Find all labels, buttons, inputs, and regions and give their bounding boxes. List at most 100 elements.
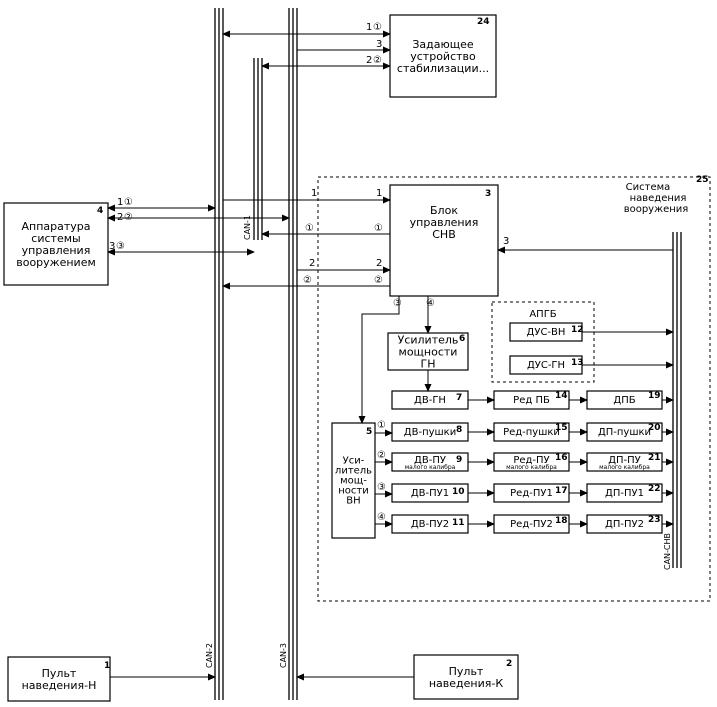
block-label: ДВ-ПУ1 (411, 488, 449, 499)
conn-label: 1 (311, 188, 317, 199)
block-label: ДП-ПУ2 (605, 519, 644, 530)
block-frame (387, 332, 469, 371)
block-frame (7, 656, 111, 702)
block-label: Блок (430, 204, 458, 217)
block-number: 4 (97, 206, 103, 216)
block-23: ДП-ПУ2 23 (586, 514, 663, 534)
can1-label: CAN-1 (243, 215, 252, 240)
block-label: ВН (346, 496, 360, 507)
block-number: 5 (366, 427, 372, 437)
block-label: Задающее (412, 38, 474, 51)
block-label: мощ- (340, 476, 367, 487)
block-label: управления (410, 216, 479, 229)
block-number: 22 (648, 484, 661, 494)
block-frame (389, 14, 497, 98)
block-number: 23 (648, 515, 661, 525)
block-label: устройство (410, 50, 476, 63)
conn-label: ② (377, 450, 386, 461)
block-label: наведения-К (429, 677, 503, 690)
block-label: ДВ-ГН (414, 395, 446, 406)
conn-label: ② (303, 275, 312, 286)
block-number: 2 (506, 659, 512, 669)
conn-label: ① (305, 223, 314, 234)
conn-label: 1 (376, 188, 382, 199)
block-label: ГН (421, 358, 436, 371)
block-label: управления (22, 244, 91, 257)
block-number: 17 (555, 486, 568, 496)
snv-label-line3: вооружения (624, 204, 689, 215)
block-label: Пульт (449, 665, 484, 678)
conn-label: 3 (376, 39, 382, 50)
conn-label: 3 (503, 236, 509, 247)
conn-label: 1 (117, 197, 123, 208)
apgb-label: АПГБ (529, 309, 556, 320)
conn-label: ④ (426, 298, 435, 309)
conn-label: 2 (117, 212, 123, 223)
block-label: малого калибра (405, 464, 456, 471)
conn-label: ① (124, 197, 133, 208)
conn-label: ④ (377, 512, 386, 523)
block-number: 19 (648, 391, 661, 401)
conn-label: 2 (376, 258, 382, 269)
conn-label: ① (377, 420, 386, 431)
block-label: малого калибра (506, 464, 557, 471)
conn-label: ② (374, 275, 383, 286)
block-label: ДУС-ВН (527, 327, 566, 338)
block-label: ДП-пушки (598, 427, 651, 438)
block-frame (3, 202, 109, 286)
block-label: Ред-ПУ2 (510, 519, 553, 530)
conn-label: 3 (109, 241, 115, 252)
block-label: ДВ-пушки (404, 427, 456, 438)
block-label: ДВ-ПУ (414, 455, 446, 466)
block-label: Уси- (343, 456, 365, 467)
block-19: ДПБ 19 (586, 390, 663, 410)
snv-label-line2: наведения (630, 193, 687, 204)
block-label: Ред-пушки (503, 427, 560, 438)
bus-can2 (214, 8, 224, 700)
block-label: Ред ПБ (513, 395, 550, 406)
block-label: ности (338, 486, 368, 497)
block-label: ДУС-ГН (527, 360, 565, 371)
can-snv-label: CAN-СНВ (663, 533, 672, 570)
block-label: Усилитель (398, 334, 459, 347)
block-label: системы (31, 232, 80, 245)
block-label: стабилизации... (397, 62, 489, 75)
conn-label: ③ (393, 298, 402, 309)
conn-label: 2 (366, 55, 372, 66)
block-number: 8 (456, 425, 462, 435)
block-label: малого калибра (599, 464, 650, 471)
block-label: вооружением (16, 256, 96, 269)
can2-label: CAN-2 (205, 643, 214, 668)
bus-can1 (253, 58, 263, 240)
block-number: 15 (555, 423, 568, 433)
block-frame (389, 184, 499, 297)
block-label: СНВ (432, 228, 456, 241)
block-number: 13 (571, 358, 584, 368)
block-number: 18 (555, 516, 568, 526)
snv-number: 25 (696, 175, 709, 185)
block-number: 1 (104, 661, 110, 671)
block-number: 11 (452, 518, 465, 528)
block-number: 6 (459, 334, 465, 344)
block-label: Ред-ПУ (513, 455, 549, 466)
snv-group-frame (317, 176, 711, 602)
block-label: Пульт (42, 667, 77, 680)
conn-label: ② (124, 212, 133, 223)
block-label: ДПБ (613, 395, 635, 406)
block-number: 9 (456, 455, 462, 465)
block-label: мощности (399, 346, 458, 359)
block-label: литель (335, 466, 372, 477)
block-number: 21 (648, 453, 661, 463)
